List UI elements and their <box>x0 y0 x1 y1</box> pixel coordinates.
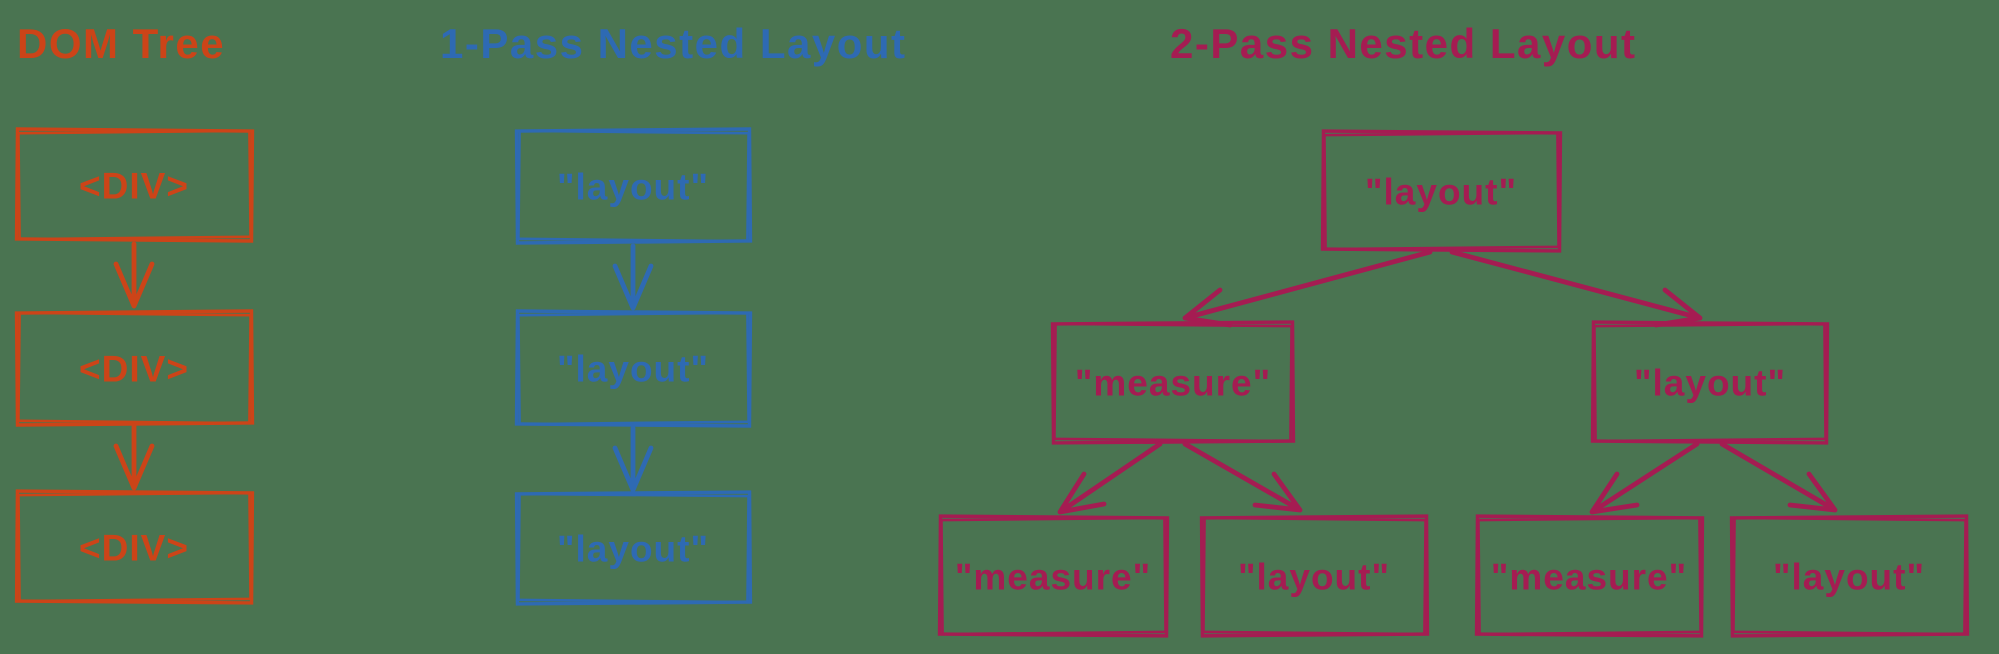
section-two-pass: 2-Pass Nested Layout "layout" "measure" … <box>937 20 1970 638</box>
one-pass-title: 1-Pass Nested Layout <box>440 20 907 67</box>
two-pass-leaf-measure-1-label: "measure" <box>955 557 1151 598</box>
section-dom-tree: DOM Tree <DIV> <DIV> <DIV> <box>14 20 255 605</box>
arrow-dom-2-3 <box>113 423 155 491</box>
section-one-pass: 1-Pass Nested Layout "layout" "layout" "… <box>440 20 907 606</box>
two-pass-title: 2-Pass Nested Layout <box>1170 20 1637 67</box>
one-pass-box-1-label: "layout" <box>557 167 709 208</box>
two-pass-measure-box: "measure" <box>1050 320 1296 445</box>
two-pass-layout-label: "layout" <box>1634 363 1786 404</box>
two-pass-leaf-layout-1-label: "layout" <box>1238 557 1390 598</box>
two-pass-leaf-measure-2: "measure" <box>1474 514 1705 638</box>
two-pass-leaf-layout-1: "layout" <box>1199 514 1430 638</box>
dom-tree-title: DOM Tree <box>17 20 225 67</box>
dom-tree-box-3-label: <DIV> <box>79 528 189 569</box>
arrow-layout-to-measure <box>1589 441 1700 515</box>
arrow-measure-to-layout <box>1182 441 1303 513</box>
two-pass-root-label: "layout" <box>1365 172 1517 213</box>
two-pass-measure-label: "measure" <box>1075 363 1271 404</box>
two-pass-root-box: "layout" <box>1320 129 1563 253</box>
arrow-one-pass-1-2 <box>612 243 654 311</box>
dom-tree-box-2-label: <DIV> <box>79 349 189 390</box>
dom-tree-box-1: <DIV> <box>14 127 255 243</box>
arrow-one-pass-2-3 <box>612 425 654 493</box>
two-pass-leaf-layout-2-label: "layout" <box>1773 557 1925 598</box>
two-pass-layout-box: "layout" <box>1590 320 1830 445</box>
one-pass-box-3-label: "layout" <box>557 529 709 570</box>
arrow-layout-to-layout <box>1719 441 1838 513</box>
dom-tree-box-2: <DIV> <box>14 309 255 427</box>
dom-tree-box-1-label: <DIV> <box>79 166 189 207</box>
one-pass-box-1: "layout" <box>514 127 753 245</box>
arrow-root-to-layout <box>1449 249 1703 328</box>
two-pass-leaf-layout-2: "layout" <box>1729 514 1970 638</box>
two-pass-leaf-measure-1: "measure" <box>937 514 1170 638</box>
arrow-measure-to-measure <box>1057 441 1163 515</box>
one-pass-box-3: "layout" <box>514 490 753 606</box>
two-pass-leaf-measure-2-label: "measure" <box>1491 557 1687 598</box>
one-pass-box-2: "layout" <box>514 309 753 428</box>
dom-tree-box-3: <DIV> <box>14 489 255 605</box>
one-pass-box-2-label: "layout" <box>557 349 709 390</box>
arrow-root-to-measure <box>1182 249 1433 328</box>
arrow-dom-1-2 <box>113 241 155 309</box>
